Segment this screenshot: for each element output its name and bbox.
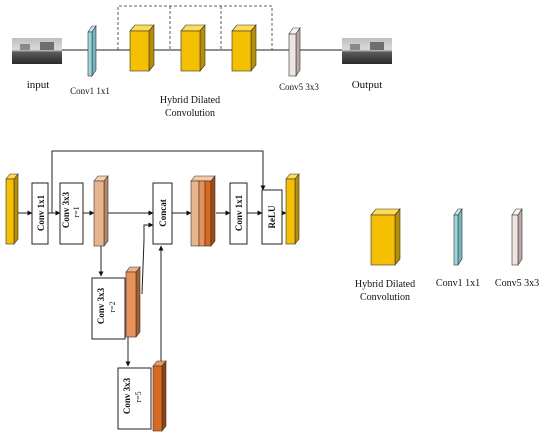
conv5-block bbox=[288, 27, 301, 77]
rate-r2-text: r=2 bbox=[108, 301, 117, 312]
hdc-label-line2: Convolution bbox=[165, 108, 215, 119]
dashed-skips bbox=[117, 5, 273, 50]
legend-conv1-label: Conv1 1x1 bbox=[436, 278, 480, 289]
concat-output-stack bbox=[190, 175, 216, 247]
hdc-label-line1: Hybrid Dilated bbox=[160, 95, 220, 106]
concat-box bbox=[152, 182, 173, 245]
conv3x3-r5-box bbox=[117, 367, 152, 430]
conv1x1-a-text: Conv 1x1 bbox=[36, 194, 46, 231]
conv1x1-b-text: Conv 1x1 bbox=[234, 194, 244, 231]
legend: Hybrid Dilated Convolution Conv1 1x1 Con… bbox=[355, 208, 539, 303]
input-label: input bbox=[27, 79, 50, 91]
conv3x3-r2-box bbox=[91, 277, 126, 340]
conv3x3-r1-box bbox=[59, 182, 84, 245]
top-pipeline: input Conv1 1x1 Hybrid Dilated Convoluti… bbox=[12, 5, 392, 119]
conv3x3-r1-text: Conv 3x3 bbox=[61, 191, 71, 228]
concat-text: Concat bbox=[158, 199, 168, 227]
orange-dark-block bbox=[152, 360, 167, 432]
detail-input-block bbox=[5, 173, 19, 245]
legend-hdc-swatch bbox=[370, 208, 401, 266]
detail-output-block bbox=[285, 173, 300, 245]
relu-box bbox=[261, 189, 283, 245]
relu-text: ReLU bbox=[267, 205, 277, 228]
conv3x3-r2-text: Conv 3x3 bbox=[96, 287, 106, 324]
tan-block bbox=[93, 175, 109, 247]
rate-r5-text: r=5 bbox=[134, 391, 143, 402]
hdc-block-2 bbox=[180, 24, 206, 72]
legend-conv5-swatch bbox=[511, 208, 523, 266]
conv1-block bbox=[87, 25, 97, 77]
output-label: Output bbox=[352, 79, 383, 91]
conv3x3-r5-text: Conv 3x3 bbox=[122, 377, 132, 414]
legend-hdc-line1: Hybrid Dilated bbox=[355, 279, 415, 290]
conv1x1-b-box bbox=[229, 182, 248, 245]
conv1x1-a-box bbox=[31, 182, 49, 245]
input-image bbox=[12, 38, 62, 64]
legend-conv5-label: Conv5 3x3 bbox=[495, 278, 539, 289]
legend-conv1-swatch bbox=[453, 208, 463, 266]
hdc-block-3 bbox=[231, 24, 257, 72]
legend-hdc-line2: Convolution bbox=[360, 292, 410, 303]
output-image bbox=[342, 38, 392, 64]
conv1-label: Conv1 1x1 bbox=[70, 86, 110, 96]
hdc-detail: Conv 1x1 Conv 3x3 r=1 Concat Conv 1x1 Re… bbox=[5, 150, 300, 432]
orange-mid-block bbox=[125, 266, 141, 338]
rate-r1-text: r=1 bbox=[72, 206, 81, 217]
hdc-block-1 bbox=[129, 24, 155, 72]
conv5-label: Conv5 3x3 bbox=[279, 82, 319, 92]
